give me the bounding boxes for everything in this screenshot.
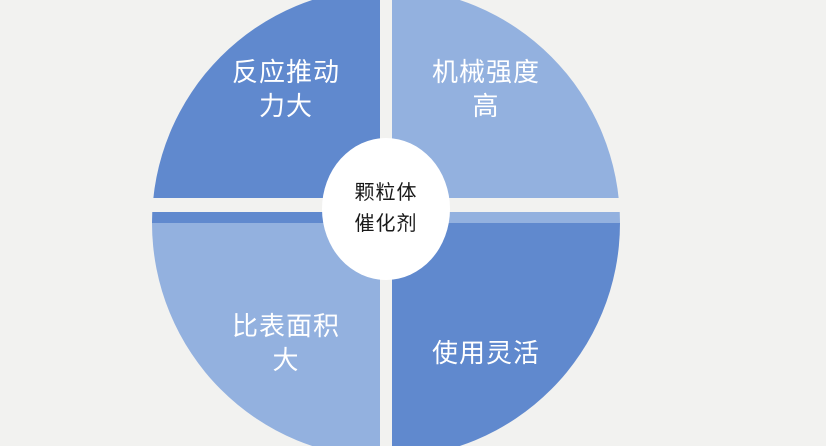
center-hub-label: 颗粒体 催化剂 <box>354 182 418 235</box>
quadrant-wheel <box>152 0 620 446</box>
quadrant-top-left-label: 反应推动 力大 <box>231 58 340 121</box>
quadrant-top-right-label: 机械强度 高 <box>431 58 540 121</box>
quadrant-bottom-right-label: 使用灵活 <box>431 339 540 368</box>
quadrant-bottom-left-label: 比表面积 大 <box>231 312 340 375</box>
center-hub[interactable]: 颗粒体 催化剂 <box>322 138 450 280</box>
